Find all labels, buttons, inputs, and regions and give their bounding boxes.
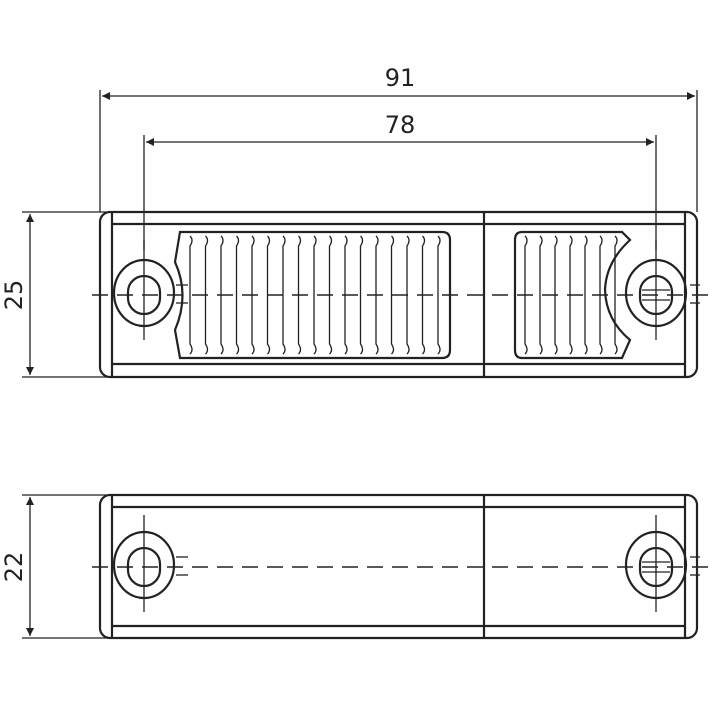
dimension-label-91: 91 — [385, 64, 416, 92]
grip-rib — [282, 235, 286, 355]
dimension-height-top: 25 — [0, 211, 112, 378]
grip-rib — [539, 235, 543, 355]
grip-rib — [437, 235, 441, 355]
grip-rib — [614, 235, 618, 355]
dimension-height-bottom: 22 — [0, 494, 112, 639]
mounting-slot-right-bottom — [624, 515, 700, 612]
mounting-slot-left-bottom — [112, 515, 188, 612]
grip-rib — [359, 235, 364, 355]
grip-rib — [390, 235, 395, 355]
grip-area-right — [513, 230, 632, 360]
dimension-label-25: 25 — [0, 280, 28, 311]
grip-area-left — [173, 230, 452, 360]
grip-rib — [584, 235, 588, 355]
grip-rib — [189, 235, 193, 355]
mounting-slot-left — [112, 240, 188, 340]
bottom-view — [92, 493, 712, 640]
grip-rib — [313, 235, 317, 355]
dimension-hole-spacing: 78 — [143, 111, 657, 250]
mounting-slot-right — [624, 240, 700, 340]
grip-rib — [235, 235, 240, 355]
dimension-label-22: 22 — [0, 552, 28, 583]
dimension-label-78: 78 — [385, 111, 416, 139]
dimension-overall-length: 91 — [99, 64, 698, 212]
top-view — [92, 210, 712, 379]
